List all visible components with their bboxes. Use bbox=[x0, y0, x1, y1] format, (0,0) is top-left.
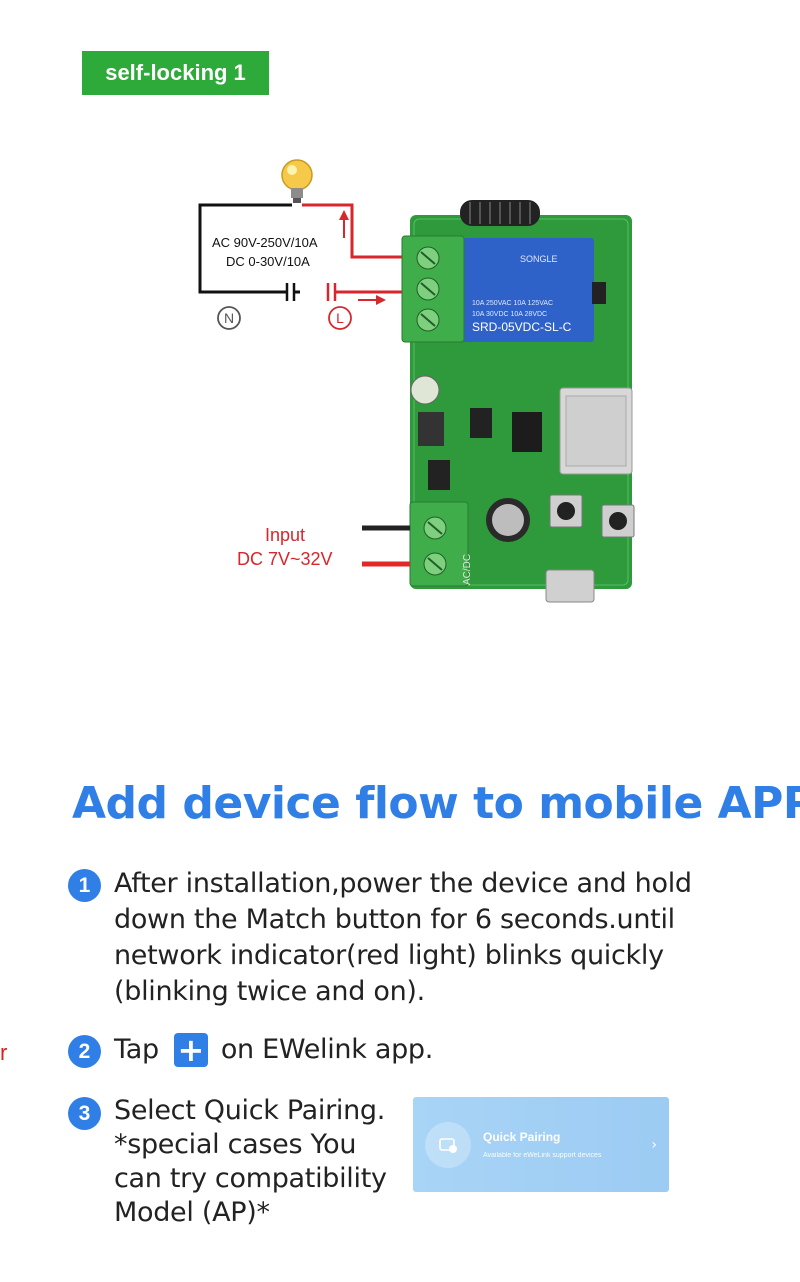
mode-tag: self-locking 1 bbox=[82, 51, 269, 95]
cropped-red-text: r bbox=[0, 1040, 8, 1065]
step-2: 2 Tap + on EWelink app. bbox=[68, 1032, 433, 1068]
voltage-ac-label: AC 90V-250V/10A bbox=[212, 235, 318, 250]
step-3-text: Select Quick Pairing. *special cases You… bbox=[114, 1095, 387, 1228]
wiring-diagram: AC 90V-250V/10A DC 0-30V/10A N L SONGLE … bbox=[198, 159, 635, 603]
relay-board: SONGLE 10A 250VAC 10A 125VAC 10A 30VDC 1… bbox=[401, 200, 635, 603]
step-3-number: 3 bbox=[68, 1097, 101, 1130]
step-1: 1 After installation,power the device an… bbox=[68, 866, 768, 1010]
voltage-dc-label: DC 0-30V/10A bbox=[226, 254, 310, 269]
quick-pairing-subtitle: Available for eWeLink support devices bbox=[483, 1152, 602, 1159]
input-title: Input bbox=[265, 525, 305, 545]
board-side-label: AC/DC bbox=[462, 554, 473, 585]
step-1-number: 1 bbox=[68, 869, 101, 902]
step-2-text: Tap + on EWelink app. bbox=[114, 1032, 433, 1068]
input-range: DC 7V~32V bbox=[237, 549, 333, 569]
section-heading: Add device flow to mobile APP bbox=[72, 778, 800, 829]
step-3: 3 Select Quick Pairing. *special cases Y… bbox=[68, 1094, 404, 1230]
step-2-before: Tap bbox=[114, 1034, 159, 1065]
step-1-text: After installation,power the device and … bbox=[114, 868, 692, 1007]
lamp-icon bbox=[281, 159, 313, 203]
live-symbol: L bbox=[328, 306, 352, 330]
step-2-after: on EWelink app. bbox=[220, 1034, 434, 1065]
quick-pairing-card[interactable]: Quick Pairing Available for eWeLink supp… bbox=[413, 1097, 669, 1192]
relay-rating-line2: 10A 30VDC 10A 28VDC bbox=[472, 311, 547, 318]
quick-pairing-title: Quick Pairing bbox=[483, 1130, 561, 1144]
plus-icon: + bbox=[173, 1033, 208, 1067]
pairing-icon bbox=[425, 1121, 471, 1168]
chevron-right-icon: › bbox=[651, 1136, 657, 1153]
step-2-number: 2 bbox=[68, 1035, 101, 1068]
mode-tag-label: self-locking 1 bbox=[105, 60, 246, 85]
relay-rating-line1: 10A 250VAC 10A 125VAC bbox=[472, 300, 553, 307]
relay-model-label: SRD-05VDC-SL-C bbox=[472, 320, 572, 334]
relay-brand-label: SONGLE bbox=[520, 254, 558, 264]
neutral-letter: N bbox=[224, 310, 234, 326]
neutral-symbol: N bbox=[217, 306, 241, 330]
live-letter: L bbox=[336, 310, 344, 326]
